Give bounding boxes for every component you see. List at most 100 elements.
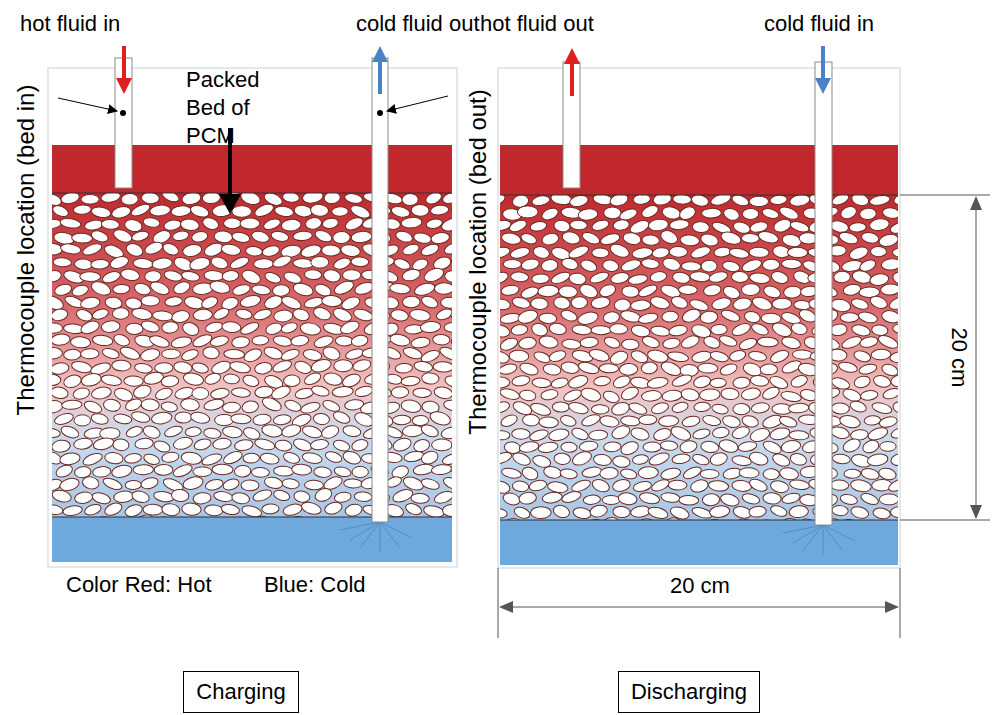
pcm-capsule xyxy=(500,413,519,429)
pcm-capsule xyxy=(344,347,364,361)
pcm-capsule xyxy=(222,477,241,492)
pcm-capsule xyxy=(52,333,71,346)
pcm-capsule xyxy=(550,195,572,206)
pcm-capsule xyxy=(221,321,241,334)
pcm-capsule xyxy=(182,243,203,258)
pcm-capsule xyxy=(599,515,620,520)
pcm-capsule xyxy=(532,274,550,284)
pcm-capsule xyxy=(81,349,100,359)
pcm-capsule xyxy=(769,479,789,494)
pcm-capsule xyxy=(770,269,790,285)
pcm-capsule xyxy=(869,217,890,231)
pcm-capsule xyxy=(769,426,791,441)
pcm-capsule xyxy=(570,426,590,442)
pcm-capsule xyxy=(413,360,433,373)
pcm-capsule xyxy=(89,279,112,298)
pcm-capsule xyxy=(581,230,602,246)
pcm-capsule xyxy=(143,217,161,229)
pcm-capsule xyxy=(591,218,610,232)
pcm-capsule xyxy=(593,376,611,387)
pcm-capsule xyxy=(591,326,611,335)
pcm-capsule xyxy=(351,257,369,267)
pcm-capsule xyxy=(567,400,589,415)
pcm-capsule xyxy=(519,440,540,454)
pcm-capsule xyxy=(553,452,570,465)
pcm-capsule xyxy=(860,231,879,245)
pcm-capsule xyxy=(762,259,780,271)
pcm-capsule xyxy=(611,478,631,493)
pcm-capsule xyxy=(209,334,229,348)
pcm-capsule xyxy=(770,320,793,339)
pcm-capsule xyxy=(231,231,251,244)
pcm-capsule xyxy=(281,219,302,232)
caption-box: Charging xyxy=(183,671,298,713)
pcm-capsule xyxy=(149,279,172,297)
pcm-capsule xyxy=(333,465,352,478)
pcm-capsule xyxy=(193,437,212,451)
pcm-capsule xyxy=(516,308,539,326)
pcm-capsule xyxy=(300,400,322,415)
pcm-capsule xyxy=(742,208,759,219)
pcm-capsule xyxy=(500,270,510,287)
pcm-capsule xyxy=(732,296,753,311)
pcm-capsule xyxy=(274,439,292,452)
pcm-capsule xyxy=(413,231,432,244)
pcm-capsule xyxy=(850,478,873,493)
pcm-capsule xyxy=(741,283,760,296)
pcm-capsule xyxy=(733,403,750,414)
pcm-capsule xyxy=(737,440,757,453)
pcm-capsule xyxy=(750,321,770,337)
pcm-capsule xyxy=(239,320,260,336)
pcm-capsule xyxy=(602,389,621,405)
pcm-capsule xyxy=(553,296,571,311)
pcm-capsule xyxy=(252,335,269,345)
pcm-capsule xyxy=(201,216,220,232)
pcm-capsule xyxy=(778,204,800,221)
pcm-capsule xyxy=(52,269,62,284)
pcm-capsule xyxy=(772,217,793,234)
pcm-capsule xyxy=(410,336,430,349)
pcm-capsule xyxy=(830,480,849,491)
pcm-capsule xyxy=(450,463,452,479)
pcm-capsule xyxy=(450,309,452,323)
pcm-capsule xyxy=(354,385,374,399)
pcm-capsule xyxy=(711,324,728,334)
pcm-capsule xyxy=(552,503,571,519)
pcm-capsule xyxy=(271,254,292,270)
pcm-capsule xyxy=(180,398,200,412)
pcm-capsule xyxy=(869,195,891,207)
pcm-capsule xyxy=(54,463,74,479)
pcm-capsule xyxy=(850,505,870,520)
pcm-capsule xyxy=(204,504,223,516)
pcm-capsule xyxy=(433,385,452,400)
pcm-capsule xyxy=(872,507,891,520)
pcm-capsule xyxy=(518,491,537,505)
pcm-capsule xyxy=(245,246,263,257)
pcm-capsule xyxy=(160,193,180,204)
pcm-capsule xyxy=(52,323,63,333)
pcm-capsule xyxy=(500,430,510,439)
pcm-capsule xyxy=(231,336,250,349)
pcm-capsule xyxy=(52,362,70,376)
pcm-capsule xyxy=(420,321,441,334)
pcm-capsule xyxy=(500,377,510,388)
pcm-capsule xyxy=(52,504,63,516)
pcm-capsule xyxy=(632,454,649,466)
pcm-capsule xyxy=(893,195,898,207)
pcm-capsule xyxy=(709,195,732,207)
pcm-capsule xyxy=(344,503,363,517)
pcm-capsule xyxy=(431,464,452,476)
pcm-capsule xyxy=(280,347,301,362)
pcm-capsule xyxy=(101,219,120,230)
pcm-capsule xyxy=(651,247,670,260)
pcm-capsule xyxy=(853,349,872,364)
pcm-capsule xyxy=(129,202,151,218)
pcm-capsule xyxy=(124,376,144,387)
pcm-capsule xyxy=(878,466,898,481)
pcm-capsule xyxy=(282,193,300,203)
pcm-capsule xyxy=(70,336,91,348)
pcm-capsule xyxy=(520,257,540,271)
pcm-capsule xyxy=(500,284,519,296)
flow-label: cold fluid in xyxy=(764,10,874,37)
pcm-capsule xyxy=(662,337,681,349)
